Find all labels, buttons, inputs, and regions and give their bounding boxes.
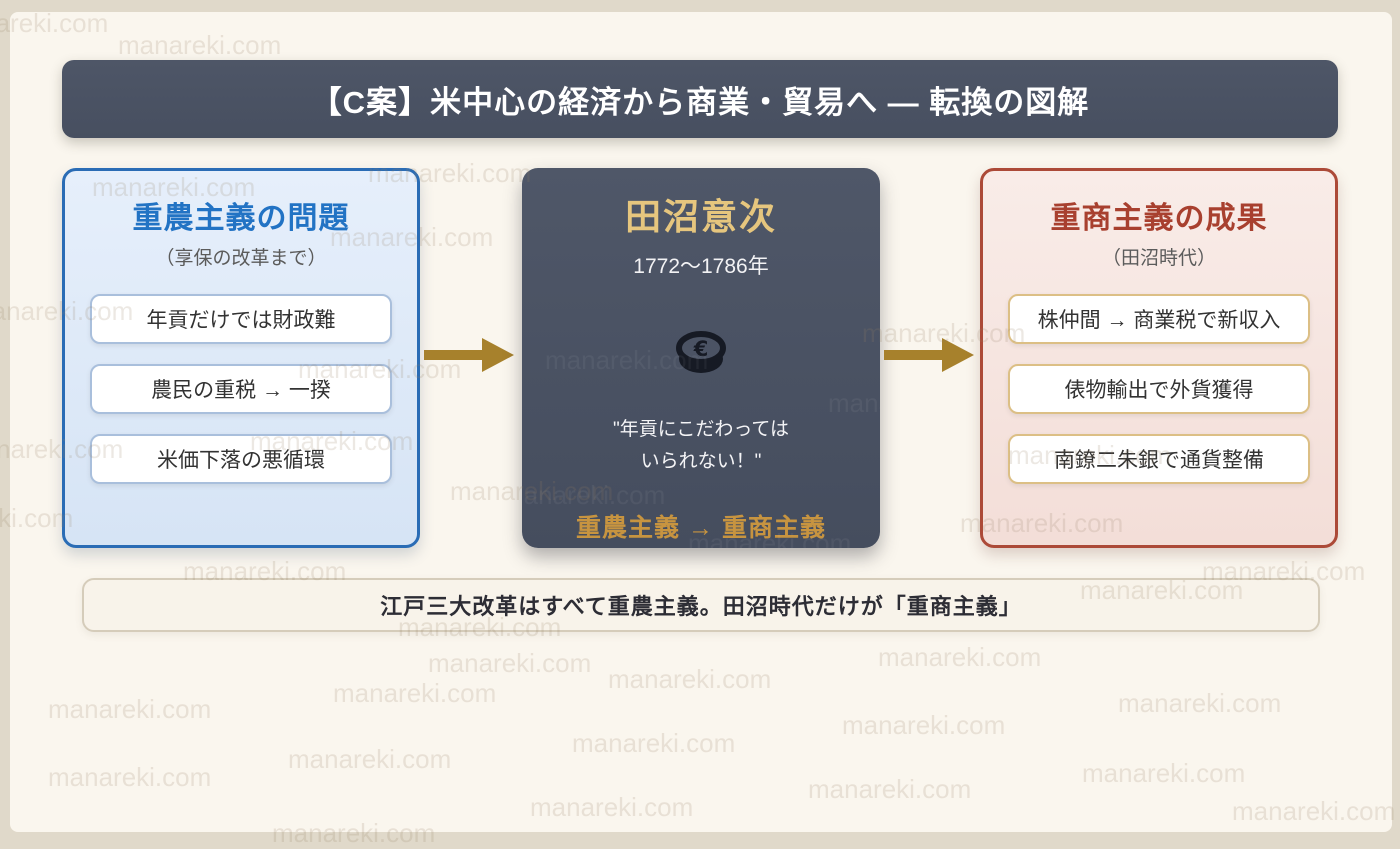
left-item-list: 年貢だけでは財政難 農民の重税 → 一揆 米価下落の悪循環 xyxy=(90,294,392,484)
page-title: 【C案】米中心の経済から商業・貿易へ ― 転換の図解 xyxy=(310,84,1090,120)
watermark-text: manareki.com xyxy=(522,480,666,510)
list-item: 南鐐二朱銀で通貨整備 xyxy=(1008,434,1310,484)
right-box-subtitle: （田沼時代） xyxy=(1101,248,1216,269)
left-box-subtitle: （享保の改革まで） xyxy=(155,248,327,269)
watermark-text: manareki.com xyxy=(688,528,852,548)
list-item: 株仲間 → 商業税で新収入 xyxy=(1008,294,1310,344)
list-item: 農民の重税 → 一揆 xyxy=(90,364,392,414)
footer-note-bar: 江戸三大改革はすべて重農主義。田沼時代だけが「重商主義」 xyxy=(82,578,1320,632)
list-item: 年貢だけでは財政難 xyxy=(90,294,392,344)
watermark-text: manareki.com xyxy=(545,345,709,375)
center-box-title: 田沼意次 xyxy=(624,196,777,237)
svg-text:€: € xyxy=(693,337,709,361)
quote-line-2: いられない！" xyxy=(640,451,762,472)
right-item-list: 株仲間 → 商業税で新収入 俵物輸出で外貨獲得 南鐐二朱銀で通貨整備 xyxy=(1008,294,1310,484)
right-arrow-icon xyxy=(884,338,974,372)
quote-line-1: "年貢にこだわっては xyxy=(612,419,790,440)
center-box-period: 1772〜1786年 xyxy=(633,255,769,278)
header-bar: 【C案】米中心の経済から商業・貿易へ ― 転換の図解 xyxy=(62,60,1338,138)
tanuma-center-box: manareki.com manareki.com manareki.com m… xyxy=(522,168,880,548)
right-arrow-icon xyxy=(424,338,514,372)
list-item: 米価下落の悪循環 xyxy=(90,434,392,484)
center-box-transition: 重農主義 → 重商主義 xyxy=(576,514,826,542)
mercantilism-results-box: 重商主義の成果 （田沼時代） 株仲間 → 商業税で新収入 俵物輸出で外貨獲得 南… xyxy=(980,168,1338,548)
left-box-title: 重農主義の問題 xyxy=(132,202,350,235)
right-box-title: 重商主義の成果 xyxy=(1050,202,1268,235)
list-item: 俵物輸出で外貨獲得 xyxy=(1008,364,1310,414)
coin-icon: € xyxy=(673,324,729,378)
watermark-text: manareki.com xyxy=(828,388,880,418)
center-box-quote: "年貢にこだわっては いられない！" xyxy=(613,414,789,478)
footer-note-text: 江戸三大改革はすべて重農主義。田沼時代だけが「重商主義」 xyxy=(380,594,1022,619)
physiocracy-problems-box: 重農主義の問題 （享保の改革まで） 年貢だけでは財政難 農民の重税 → 一揆 米… xyxy=(62,168,420,548)
